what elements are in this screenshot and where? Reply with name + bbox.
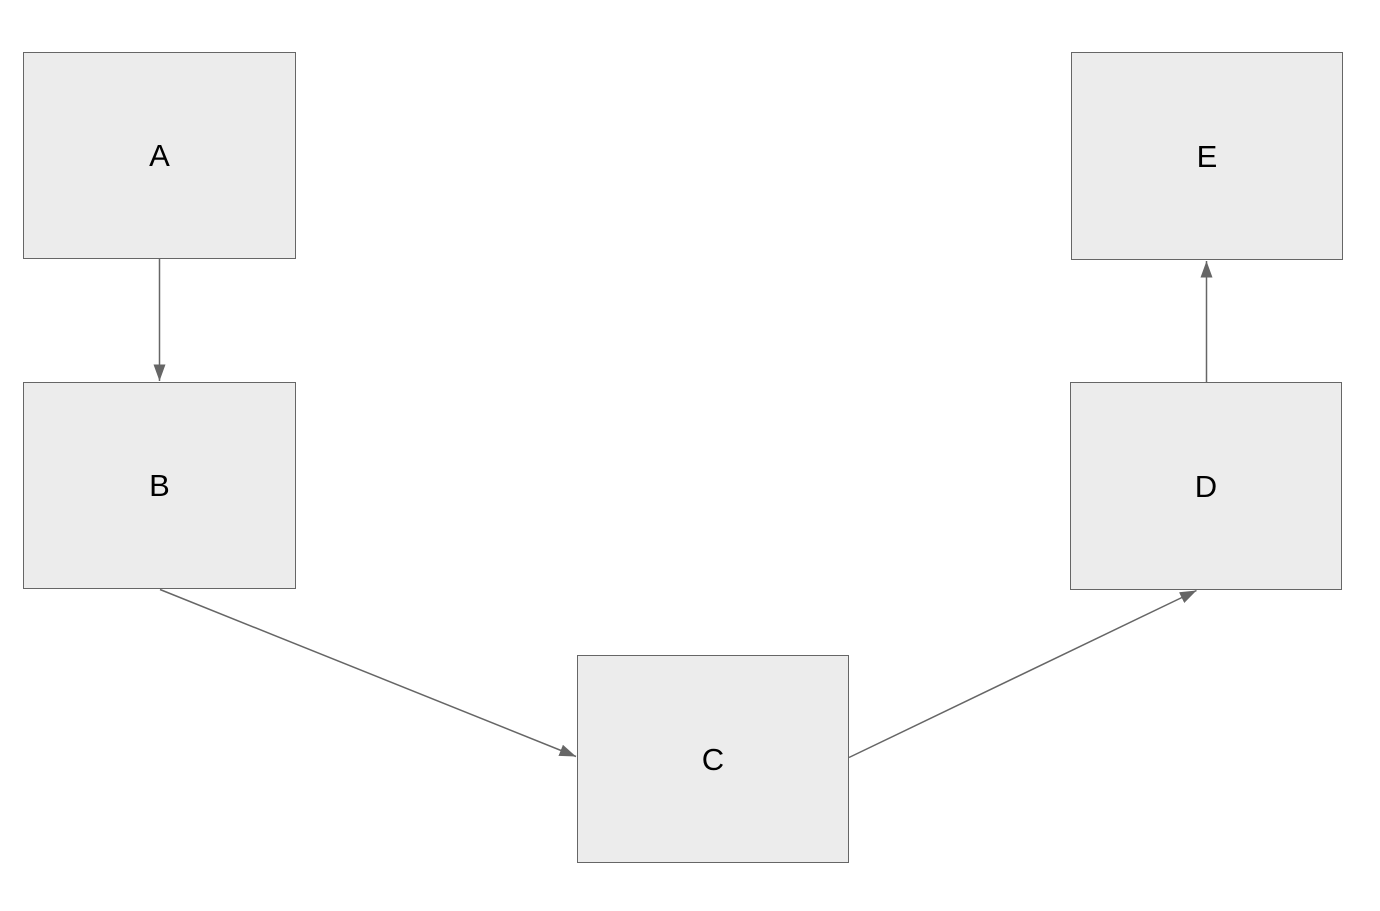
node-a[interactable]: A bbox=[23, 52, 296, 259]
node-d[interactable]: D bbox=[1070, 382, 1342, 590]
node-e[interactable]: E bbox=[1071, 52, 1343, 260]
node-b[interactable]: B bbox=[23, 382, 296, 589]
edge-b-to-c[interactable] bbox=[159, 588, 577, 758]
node-e-label: E bbox=[1196, 138, 1218, 174]
node-c[interactable]: C bbox=[577, 655, 849, 863]
edge-c-to-d[interactable] bbox=[848, 589, 1197, 759]
node-a-label: A bbox=[149, 138, 170, 173]
node-c-label: C bbox=[701, 741, 725, 777]
node-b-label: B bbox=[149, 468, 170, 503]
node-d-label: D bbox=[1194, 468, 1218, 504]
